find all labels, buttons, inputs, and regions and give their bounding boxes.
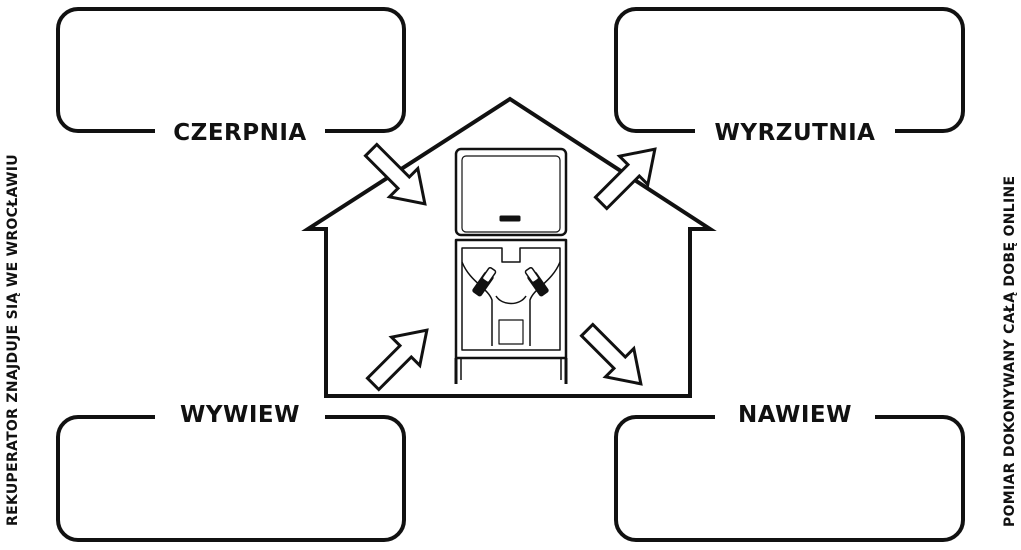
extract-label: WYWIEW: [155, 400, 325, 430]
intake-label: CZERPNIA: [155, 118, 325, 148]
supply-value-box: [614, 415, 965, 542]
exhaust-label: WYRZUTNIA: [695, 118, 895, 148]
recuperator-unit: [454, 147, 568, 384]
extract-arrow: [365, 328, 429, 392]
recuperator-display: [499, 215, 521, 222]
supply-arrow: [579, 322, 643, 386]
intake-arrow: [363, 142, 427, 206]
recuperator-body: [454, 238, 568, 360]
exhaust-value-box: [614, 7, 965, 133]
supply-label: NAWIEW: [715, 400, 875, 430]
exhaust-arrow: [593, 147, 657, 211]
extract-value-box: [56, 415, 406, 542]
intake-value-box: [56, 7, 406, 133]
